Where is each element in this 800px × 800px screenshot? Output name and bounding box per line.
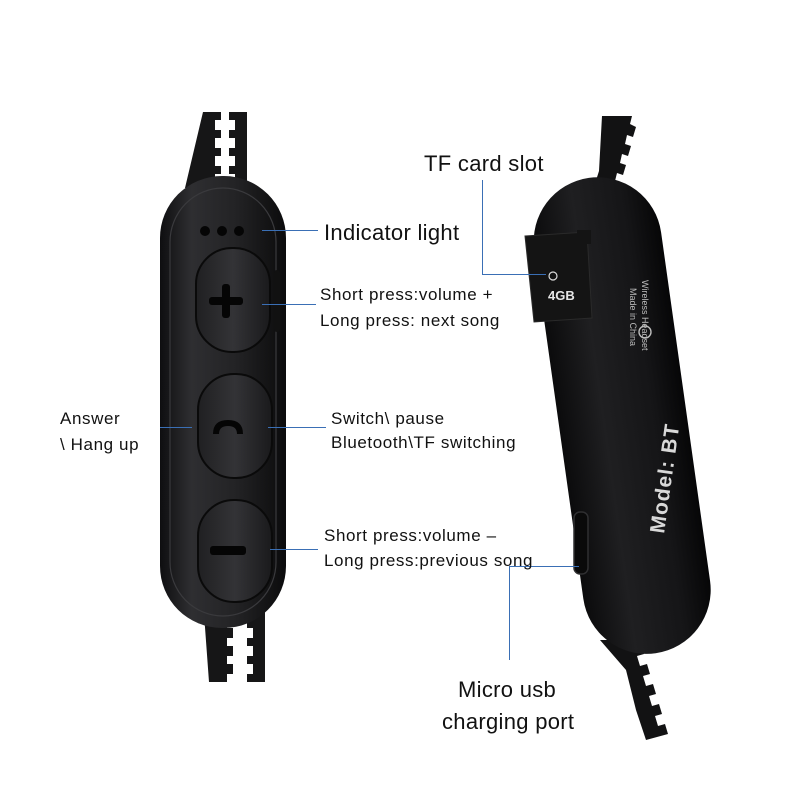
leader-switch [268,427,326,428]
side-switch[interactable] [274,270,280,332]
answer-button[interactable] [197,373,273,479]
indicator-light-label: Indicator light [324,220,460,245]
leader-usb-vertical [509,566,510,660]
micro-usb-port [573,511,589,575]
volume-down-line-1: Short press:volume – [324,526,497,545]
headset-text-group: Wireless Headset Made in China [628,280,650,351]
volume-down-button[interactable] [197,499,273,603]
answer-line-1: Answer [60,409,121,428]
sd-logo-icon [548,271,558,281]
volume-up-line-2: Long press: next song [320,311,500,330]
headset-line-1: Wireless Headset [640,280,650,351]
volume-up-line-1: Short press:volume + [320,285,494,304]
leader-usb-horizontal [509,566,579,567]
volume-up-button[interactable] [195,247,271,353]
leader-tf-vertical [482,180,483,274]
plus-icon [209,284,243,318]
leader-volume-down [270,549,318,550]
front-top-cable [185,112,247,188]
micro-usb-label-line-2: charging port [442,709,575,734]
back-bottom-cable [600,640,668,740]
leader-volume-up [262,304,316,305]
recycle-icon [638,325,652,339]
tf-card-slot-label: TF card slot [424,151,544,176]
leader-tf-horizontal [482,274,546,275]
tf-card: 4GB [524,230,593,323]
sd-capacity-text: 4GB [548,288,575,303]
leader-indicator [262,230,318,231]
leader-answer [160,427,192,428]
headset-line-2: Made in China [628,288,638,346]
phone-icon [213,420,243,434]
volume-down-line-2: Long press:previous song [324,551,534,570]
answer-line-2: \ Hang up [60,435,140,454]
micro-usb-label-line-1: Micro usb [458,677,557,702]
switch-line-2: Bluetooth\TF switching [331,433,517,452]
switch-line-1: Switch\ pause [331,409,445,428]
indicator-light-dots [200,226,244,236]
minus-icon [210,546,246,555]
